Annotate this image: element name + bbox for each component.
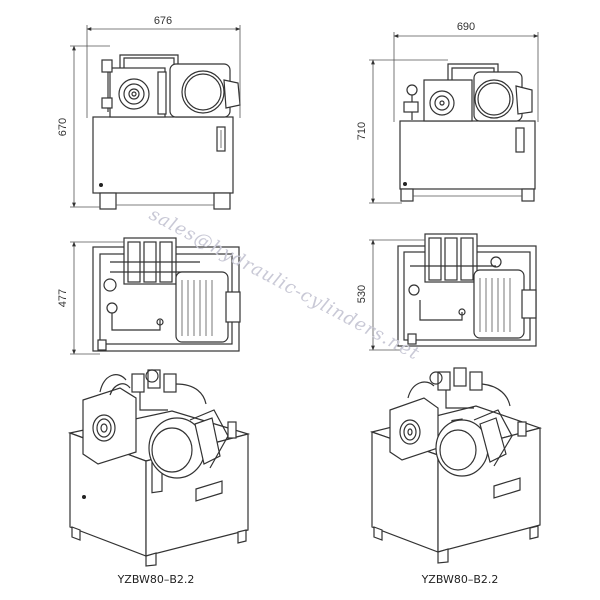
left-front-width-dimension: 676 bbox=[154, 15, 172, 27]
left-front-view-icon bbox=[70, 25, 241, 210]
right-iso-view-icon bbox=[369, 367, 543, 564]
right-top-depth-dimension: 530 bbox=[356, 285, 368, 303]
right-front-width-dimension: 690 bbox=[457, 21, 475, 33]
right-model-caption: YZBW80–B2.2 bbox=[421, 573, 499, 586]
right-top-view-icon bbox=[369, 233, 537, 351]
left-model-caption: YZBW80–B2.2 bbox=[117, 573, 195, 586]
right-front-view-icon bbox=[369, 32, 539, 204]
left-top-view-icon bbox=[70, 237, 241, 355]
left-iso-view-icon bbox=[67, 369, 251, 567]
left-top-depth-dimension: 477 bbox=[57, 289, 69, 307]
right-front-height-dimension: 710 bbox=[356, 122, 368, 140]
left-front-height-dimension: 670 bbox=[57, 118, 69, 136]
